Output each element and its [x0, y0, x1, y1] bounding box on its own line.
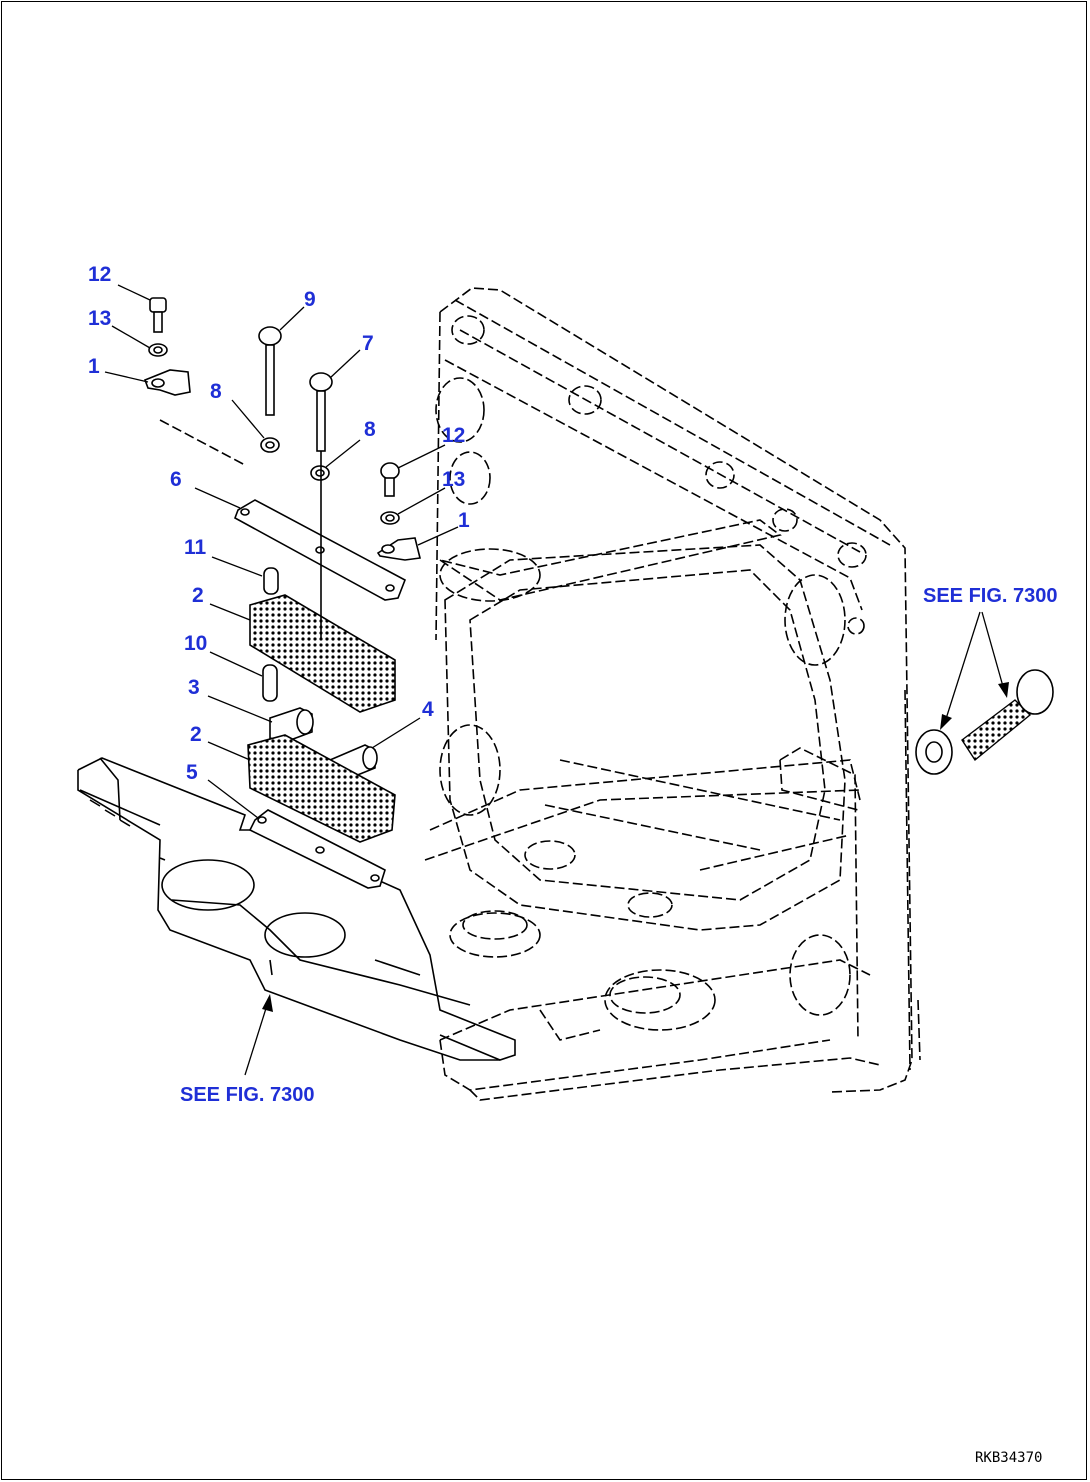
callout-12-upper: 12	[88, 263, 111, 286]
callout-10: 10	[184, 632, 207, 655]
block-2-lower	[247, 734, 396, 843]
leader-lines	[104, 284, 459, 819]
plate-6	[234, 499, 407, 601]
clamp-1-lower	[376, 537, 421, 561]
callout-13-lower: 13	[442, 468, 465, 491]
ref-arrows-right	[940, 611, 1009, 730]
bolt-7	[309, 372, 333, 452]
block-2-upper	[249, 594, 396, 713]
pin-11	[263, 567, 279, 595]
lower-support-beam	[77, 757, 516, 1061]
right-bolt	[961, 669, 1054, 762]
callout-8-right: 8	[364, 418, 376, 441]
long-bolt-9	[258, 326, 282, 416]
callout-9: 9	[304, 288, 316, 311]
clamp-1-upper	[143, 369, 191, 396]
callout-2-lower: 2	[190, 723, 202, 746]
bushing-3	[269, 707, 314, 743]
bolt-12-lower	[380, 462, 400, 497]
callout-1-lower: 1	[458, 509, 470, 532]
callout-5: 5	[186, 761, 198, 784]
plate-5	[248, 809, 386, 889]
washer-13-upper	[148, 343, 168, 357]
right-washer	[915, 729, 953, 775]
callout-labels: 12 13 1 9 7 8 8 12 13 1 6 11 2 10 3 4 2 …	[88, 263, 1058, 1466]
callout-11: 11	[184, 536, 207, 559]
main-frame-casting	[424, 287, 921, 1101]
callout-13-upper: 13	[88, 307, 111, 330]
callout-4: 4	[422, 698, 434, 721]
bolt-12-upper	[149, 297, 167, 333]
callout-8-left: 8	[210, 380, 222, 403]
ref-arrow-bottom	[244, 994, 273, 1076]
nut-8-left	[260, 437, 280, 453]
see-fig-right: SEE FIG. 7300	[923, 585, 1058, 607]
callout-2-upper: 2	[192, 584, 204, 607]
washer-13-lower	[380, 511, 400, 525]
callout-3: 3	[188, 676, 200, 699]
callout-6: 6	[170, 468, 182, 491]
drawing-code: RKB34370	[975, 1450, 1042, 1466]
callout-7: 7	[362, 332, 374, 355]
alignment-line-upper	[159, 419, 246, 466]
callout-1-upper: 1	[88, 355, 100, 378]
nut-8-right	[310, 465, 330, 481]
callout-12-lower: 12	[442, 424, 465, 447]
see-fig-bottom: SEE FIG. 7300	[180, 1084, 315, 1106]
pin-10	[262, 664, 278, 702]
